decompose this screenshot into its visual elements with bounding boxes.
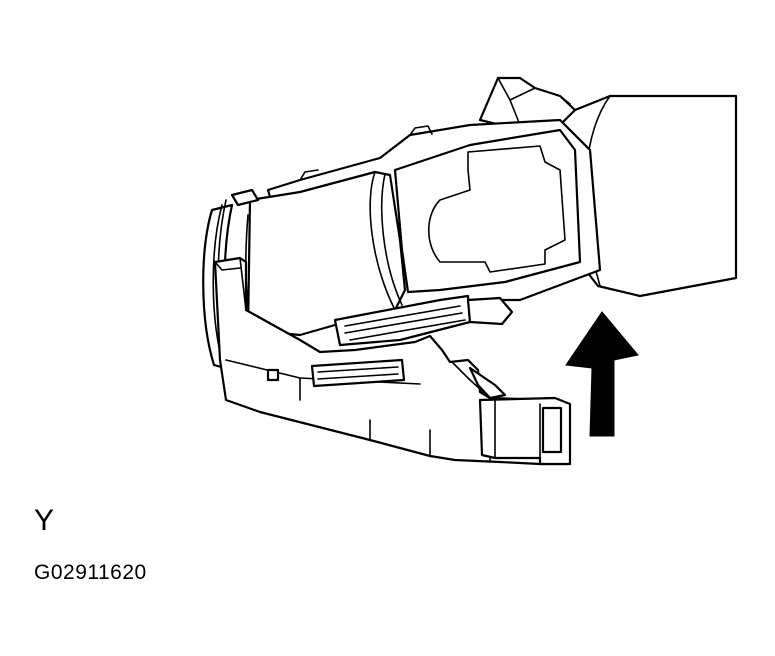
switch-assembly-illustration bbox=[202, 76, 738, 466]
upward-arrow-icon bbox=[565, 311, 639, 437]
terminal-rail bbox=[333, 294, 514, 347]
alignment-mark bbox=[266, 368, 280, 382]
figure-code: G02911620 bbox=[34, 561, 147, 584]
connector-slot bbox=[310, 358, 406, 388]
latch-clip bbox=[468, 366, 507, 400]
plug-socket bbox=[478, 396, 572, 466]
contact-window bbox=[393, 128, 582, 294]
view-label: Y bbox=[34, 504, 55, 537]
